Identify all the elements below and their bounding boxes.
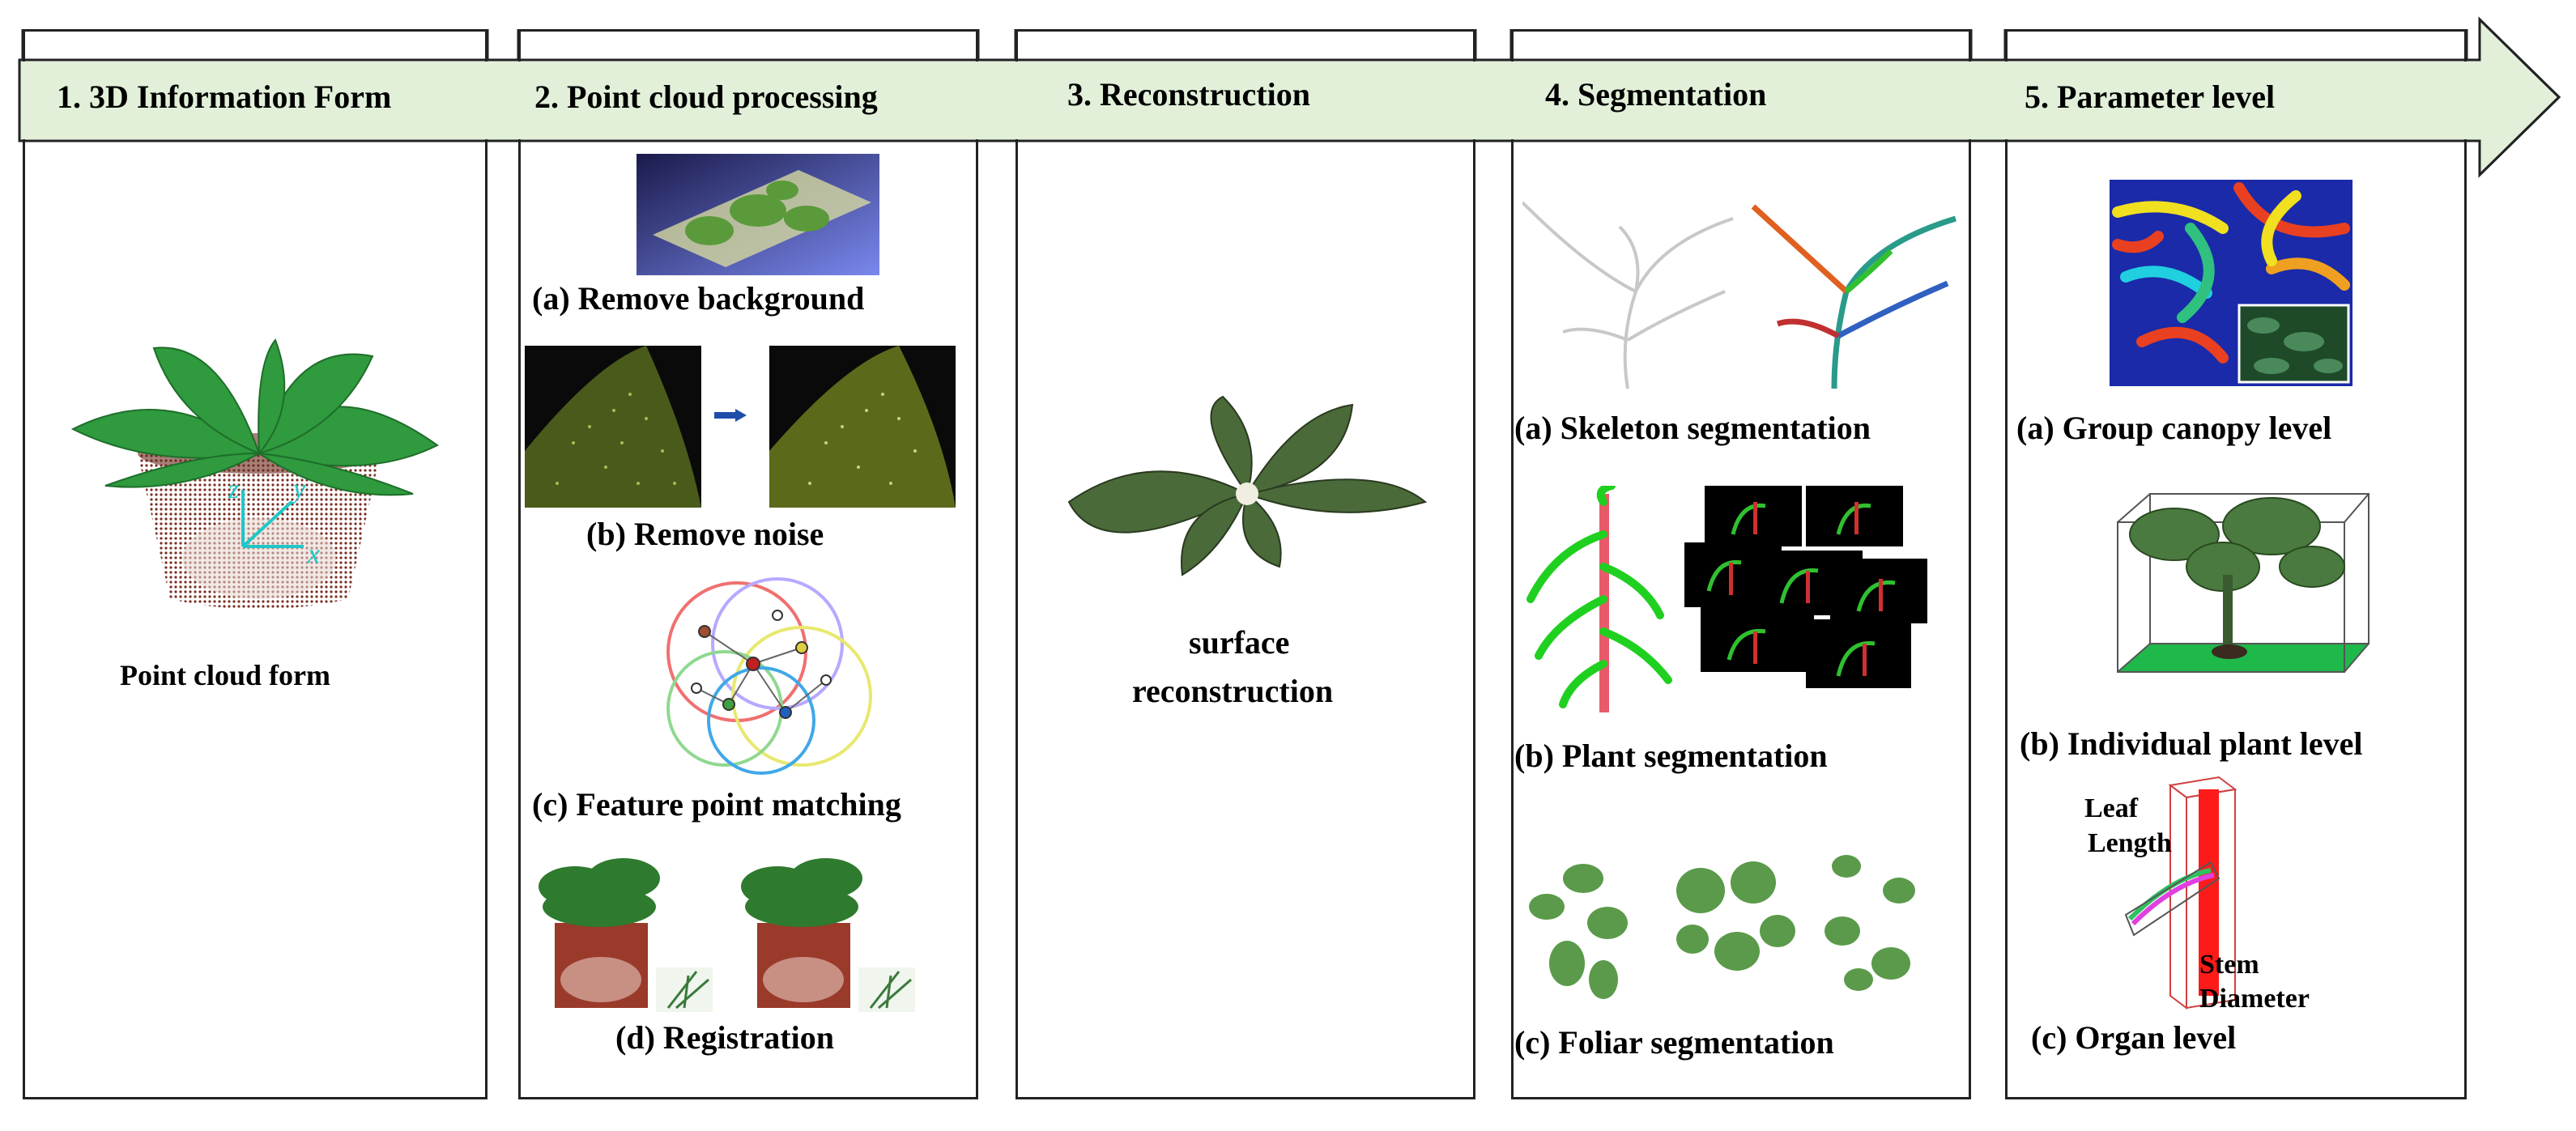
axis-z-label: z <box>228 474 239 504</box>
caption-organ-level: (c) Organ level <box>2031 1019 2237 1056</box>
label-leaf: Leaf <box>2084 793 2139 823</box>
label-stem: Stem <box>2199 950 2259 980</box>
caption-remove-noise: (b) Remove noise <box>586 516 824 552</box>
noise-after-image <box>769 346 956 508</box>
caption-individual-plant-level: (b) Individual plant level <box>2020 725 2363 762</box>
caption-foliar-segmentation: (c) Foliar segmentation <box>1514 1024 1834 1061</box>
label-diameter: Diameter <box>2199 984 2310 1014</box>
caption-registration: (d) Registration <box>615 1019 834 1056</box>
caption-group-canopy-level: (a) Group canopy level <box>2016 410 2332 446</box>
caption-plant-segmentation: (b) Plant segmentation <box>1514 738 1828 774</box>
remove-background-image <box>637 154 879 275</box>
arrow-right-icon <box>714 409 747 422</box>
foliar-segmentation-image <box>1529 855 1915 999</box>
axis-x-label: x <box>307 539 320 569</box>
stage-2-title: 2. Point cloud processing <box>534 79 878 115</box>
individual-plant-image <box>2117 493 2369 673</box>
stage-5-title: 5. Parameter level <box>2025 79 2276 115</box>
caption-feature-point-matching: (c) Feature point matching <box>532 786 901 823</box>
organ-level-image <box>2124 776 2238 1010</box>
stage-4-title: 4. Segmentation <box>1545 76 1767 113</box>
plant-segmentation-image-2 <box>1684 486 1927 688</box>
label-length: Length <box>2088 828 2172 858</box>
skeleton-image-2 <box>1751 204 1957 389</box>
skeleton-image-1 <box>1522 201 1734 389</box>
caption-skeleton-segmentation: (a) Skeleton segmentation <box>1514 410 1871 446</box>
stage-3-title: 3. Reconstruction <box>1067 76 1310 113</box>
feature-point-matching-image <box>666 577 872 775</box>
axis-y-label: y <box>291 474 306 504</box>
caption-point-cloud-form: Point cloud form <box>120 659 330 691</box>
stage-1-title: 1. 3D Information Form <box>57 79 392 115</box>
panel-reconstruction <box>1015 29 1475 1099</box>
plant-segmentation-image-1 <box>1526 486 1672 712</box>
group-canopy-image <box>2110 180 2352 386</box>
header-band-overlay <box>19 16 2561 178</box>
registration-image-2 <box>741 858 915 1012</box>
caption-surface: surface <box>1189 624 1290 661</box>
caption-remove-background: (a) Remove background <box>532 280 865 317</box>
surface-reconstruction-image <box>1067 395 1428 576</box>
caption-reconstruction: reconstruction <box>1132 673 1334 709</box>
point-cloud-plant-image: z y x <box>70 338 439 610</box>
noise-before-image <box>525 346 701 508</box>
registration-image-1 <box>539 858 713 1012</box>
